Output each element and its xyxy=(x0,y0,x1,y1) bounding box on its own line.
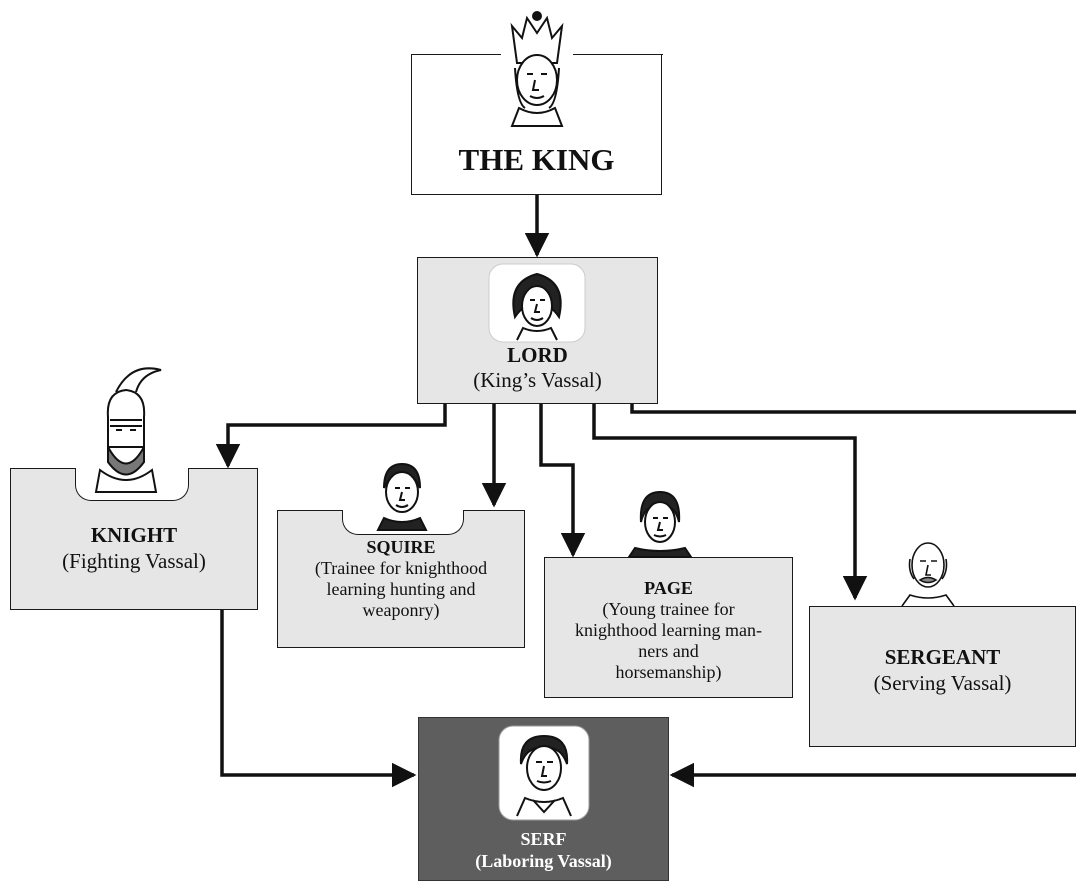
king-portrait-icon xyxy=(510,11,564,127)
arrow-lord-to-page xyxy=(539,404,586,558)
page-subtitle-1: (Young trainee for xyxy=(602,599,735,619)
serf-title: SERF xyxy=(520,829,567,849)
squire-subtitle-1: (Trainee for knighthood xyxy=(314,558,488,578)
arrow-lord-to-knight xyxy=(215,404,447,469)
page-title: PAGE xyxy=(644,578,693,598)
sergeant-box: SERGEANT (Serving Vassal) xyxy=(809,606,1076,747)
lord-portrait-icon xyxy=(488,263,586,343)
king-box: THE KING xyxy=(410,54,663,195)
page-subtitle-3: ners and xyxy=(638,641,699,661)
page-portrait-icon xyxy=(627,490,693,558)
knight-subtitle: (Fighting Vassal) xyxy=(62,549,206,573)
line-lord-right xyxy=(630,404,1076,414)
squire-portrait-icon xyxy=(376,462,428,531)
serf-subtitle: (Laboring Vassal) xyxy=(475,851,612,871)
squire-title: SQUIRE xyxy=(366,537,436,557)
knight-portrait-icon xyxy=(94,367,162,493)
sergeant-portrait-icon xyxy=(901,542,955,607)
page-subtitle-2: knighthood learning man- xyxy=(575,620,762,640)
lord-subtitle: (King’s Vassal) xyxy=(473,368,602,392)
arrow-lord-to-sergeant xyxy=(592,404,868,601)
serf-portrait-icon xyxy=(498,725,590,821)
sergeant-title: SERGEANT xyxy=(884,645,1001,669)
king-box-top-right xyxy=(572,54,663,55)
lord-title: LORD xyxy=(507,343,568,367)
knight-title: KNIGHT xyxy=(90,523,178,547)
squire-subtitle-2: learning hunting and xyxy=(326,579,476,599)
arrow-knight-to-serf xyxy=(220,610,417,788)
squire-subtitle-3: weaponry) xyxy=(362,600,440,620)
page-subtitle-4: horsemanship) xyxy=(615,662,722,682)
squire-box: SQUIRE (Trainee for knighthood learning … xyxy=(277,509,525,648)
sergeant-subtitle: (Serving Vassal) xyxy=(873,671,1012,695)
king-box-top-left xyxy=(410,54,501,55)
page-box: PAGE (Young trainee for knighthood learn… xyxy=(544,557,793,698)
king-title: THE KING xyxy=(458,142,615,177)
